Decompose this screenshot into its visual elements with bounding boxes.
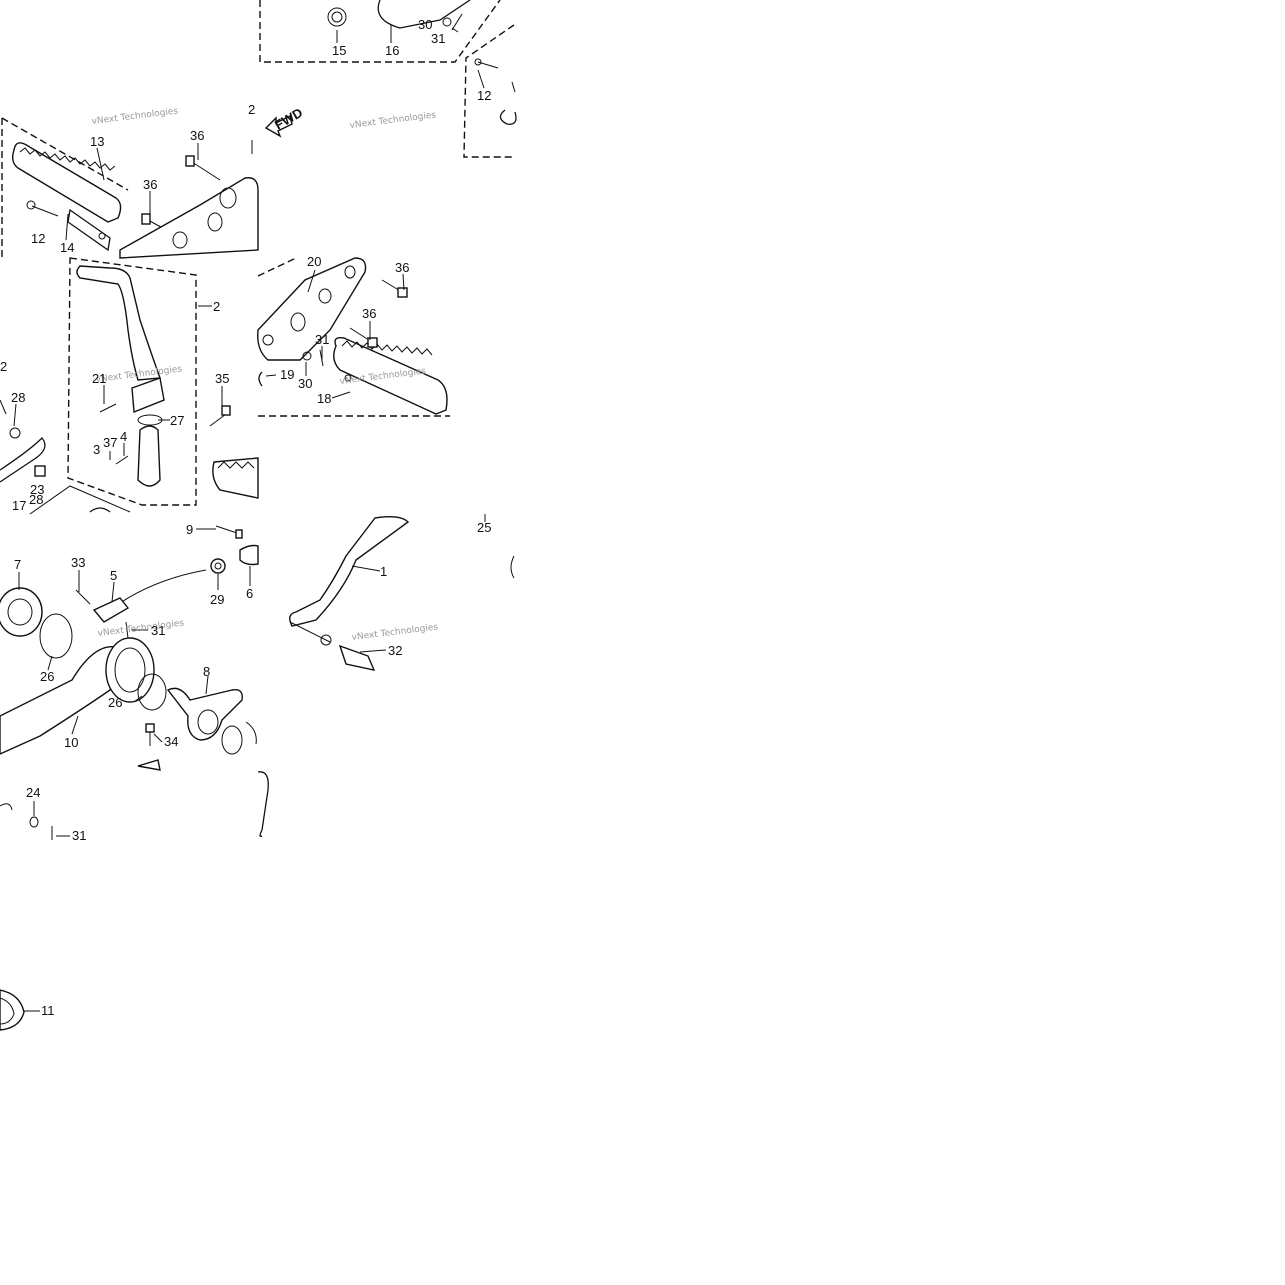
callout-8: 8 (203, 664, 210, 679)
callout-numbers: 15 16 30 31 12 2 13 36 36 12 14 2 2 21 3… (0, 17, 491, 1018)
cam-part (0, 989, 25, 1031)
passenger-bolts (258, 279, 408, 387)
callout-21: 21 (92, 371, 106, 386)
callout-17: 17 (12, 498, 26, 513)
callout-4: 4 (120, 429, 127, 444)
bracket-bolts (141, 140, 253, 233)
callout-23: 23 (30, 482, 44, 497)
frame-step-upper (259, 0, 501, 63)
lower-left-fragment (29, 485, 131, 515)
callout-19: 19 (280, 367, 294, 382)
fwd-arrow-icon (264, 114, 293, 138)
return-spring (245, 721, 269, 838)
change-pedal (289, 514, 515, 671)
frame-kick-starter (67, 257, 197, 506)
callout-20: 20 (307, 254, 321, 269)
callout-6: 6 (246, 586, 253, 601)
frame-rider-step-left (1, 117, 129, 258)
callout-36: 36 (143, 177, 157, 192)
callout-30: 30 (298, 376, 312, 391)
callout-31: 31 (72, 828, 86, 843)
callout-12: 12 (477, 88, 491, 103)
callout-28: 28 (11, 390, 25, 405)
callout-30: 30 (418, 17, 432, 32)
left-linkage-parts (0, 399, 46, 483)
callout-18: 18 (317, 391, 331, 406)
upper-step-parts (327, 0, 471, 31)
callout-26: 26 (108, 695, 122, 710)
callout-36: 36 (395, 260, 409, 275)
callout-31: 31 (151, 623, 165, 638)
right-step-parts (474, 58, 517, 125)
callout-34: 34 (164, 734, 178, 749)
callout-2: 2 (213, 299, 220, 314)
callout-36: 36 (190, 128, 204, 143)
callout-1: 1 (380, 564, 387, 579)
bolt-collar-nut (210, 525, 259, 574)
callout-35: 35 (215, 371, 229, 386)
callout-36: 36 (362, 306, 376, 321)
watermark-text: vNext Technologies (349, 110, 437, 131)
callout-15: 15 (332, 43, 346, 58)
watermark-text: vNext Technologies (97, 618, 185, 639)
fwd-label: FWD (272, 105, 305, 133)
lower-small-parts (0, 803, 53, 840)
callout-37: 37 (103, 435, 117, 450)
rider-step-bracket (119, 177, 259, 259)
callout-3: 3 (93, 442, 100, 457)
callout-28: 28 (29, 492, 43, 507)
callout-31: 31 (315, 332, 329, 347)
passenger-footpeg (333, 336, 448, 415)
watermark-text: vNext Technologies (91, 106, 179, 127)
callout-12: 12 (31, 231, 45, 246)
callout-11: 11 (41, 1003, 55, 1018)
frame-step-right (463, 24, 515, 158)
callout-29: 29 (210, 592, 224, 607)
callout-31: 31 (431, 31, 445, 46)
lever-arm (137, 687, 243, 771)
callout-2: 2 (0, 359, 7, 374)
callout-9: 9 (186, 522, 193, 537)
passenger-step-bracket (257, 257, 367, 361)
callout-5: 5 (110, 568, 117, 583)
brake-pedal (0, 587, 167, 755)
callout-25: 25 (477, 520, 491, 535)
callout-32: 32 (388, 643, 402, 658)
kick-starter-arm (76, 265, 165, 487)
callout-24: 24 (26, 785, 40, 800)
small-step-fragment (209, 405, 259, 499)
callout-16: 16 (385, 43, 399, 58)
leader-lines (13, 24, 485, 1012)
callout-33: 33 (71, 555, 85, 570)
cable-bracket (75, 569, 207, 639)
rider-footpeg (11, 142, 122, 252)
watermark-text: vNext Technologies (351, 622, 439, 643)
callout-26: 26 (40, 669, 54, 684)
callout-2: 2 (248, 102, 255, 117)
callout-27: 27 (170, 413, 184, 428)
callout-10: 10 (64, 735, 78, 750)
callout-13: 13 (90, 134, 104, 149)
frame-passenger-step (257, 257, 450, 417)
callout-7: 7 (14, 557, 21, 572)
callout-14: 14 (60, 240, 74, 255)
